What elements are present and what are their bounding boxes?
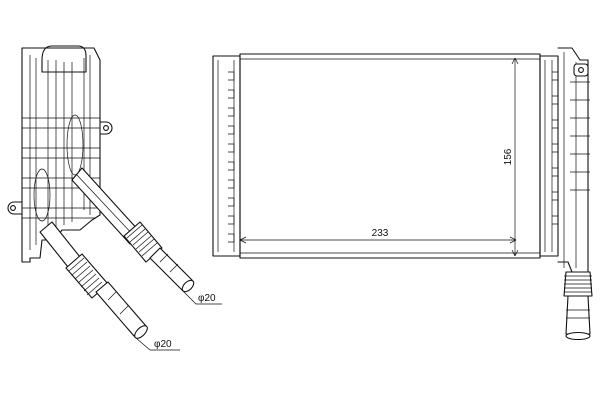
width-dimension: 233	[239, 228, 517, 244]
front-right-tank-slots	[552, 71, 559, 225]
side-dim-lower: φ20	[135, 337, 180, 351]
side-pipe-upper	[71, 167, 195, 293]
side-lug-right-hole	[103, 125, 109, 131]
pipe-upper-diameter-label: φ20	[198, 293, 216, 304]
width-dimension-label: 233	[372, 228, 389, 239]
side-dim-upper: φ20	[181, 289, 222, 305]
side-tank-outline	[21, 47, 101, 263]
side-core-lines	[47, 60, 73, 232]
side-ribs	[22, 117, 100, 219]
height-dimension: 156	[503, 57, 519, 257]
side-oval-port-upper	[66, 114, 84, 176]
front-right-tank	[539, 55, 559, 257]
side-oval-port-lower	[33, 168, 51, 222]
pipe-lower-diameter-label: φ20	[154, 339, 172, 350]
front-left-tank-slots	[228, 71, 235, 243]
front-pipe-assembly	[557, 47, 593, 341]
side-lug-right	[99, 121, 113, 135]
front-core	[239, 53, 541, 259]
front-view: 233 156	[212, 47, 593, 341]
front-left-tank	[212, 55, 241, 257]
side-lug-left	[7, 201, 23, 215]
height-dimension-label: 156	[503, 148, 514, 165]
side-lug-left-hole	[10, 205, 16, 211]
side-tank-inner	[29, 55, 91, 250]
side-top-tab	[41, 45, 87, 73]
side-pipe-lower	[39, 221, 148, 339]
side-view: φ20 φ20	[7, 45, 222, 351]
